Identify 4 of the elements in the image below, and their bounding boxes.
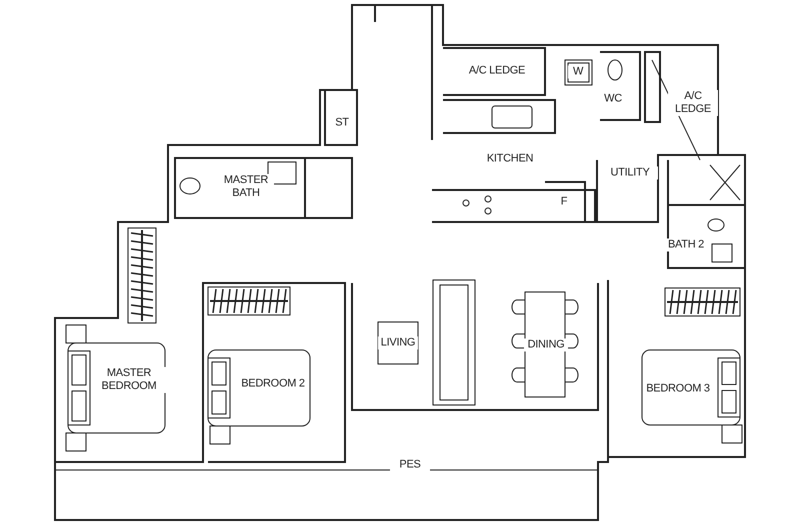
room-label: LIVING: [378, 336, 418, 350]
room-label: A/C LEDGE: [668, 90, 718, 116]
room-label: PES: [390, 458, 430, 472]
room-label: DINING: [524, 338, 568, 352]
